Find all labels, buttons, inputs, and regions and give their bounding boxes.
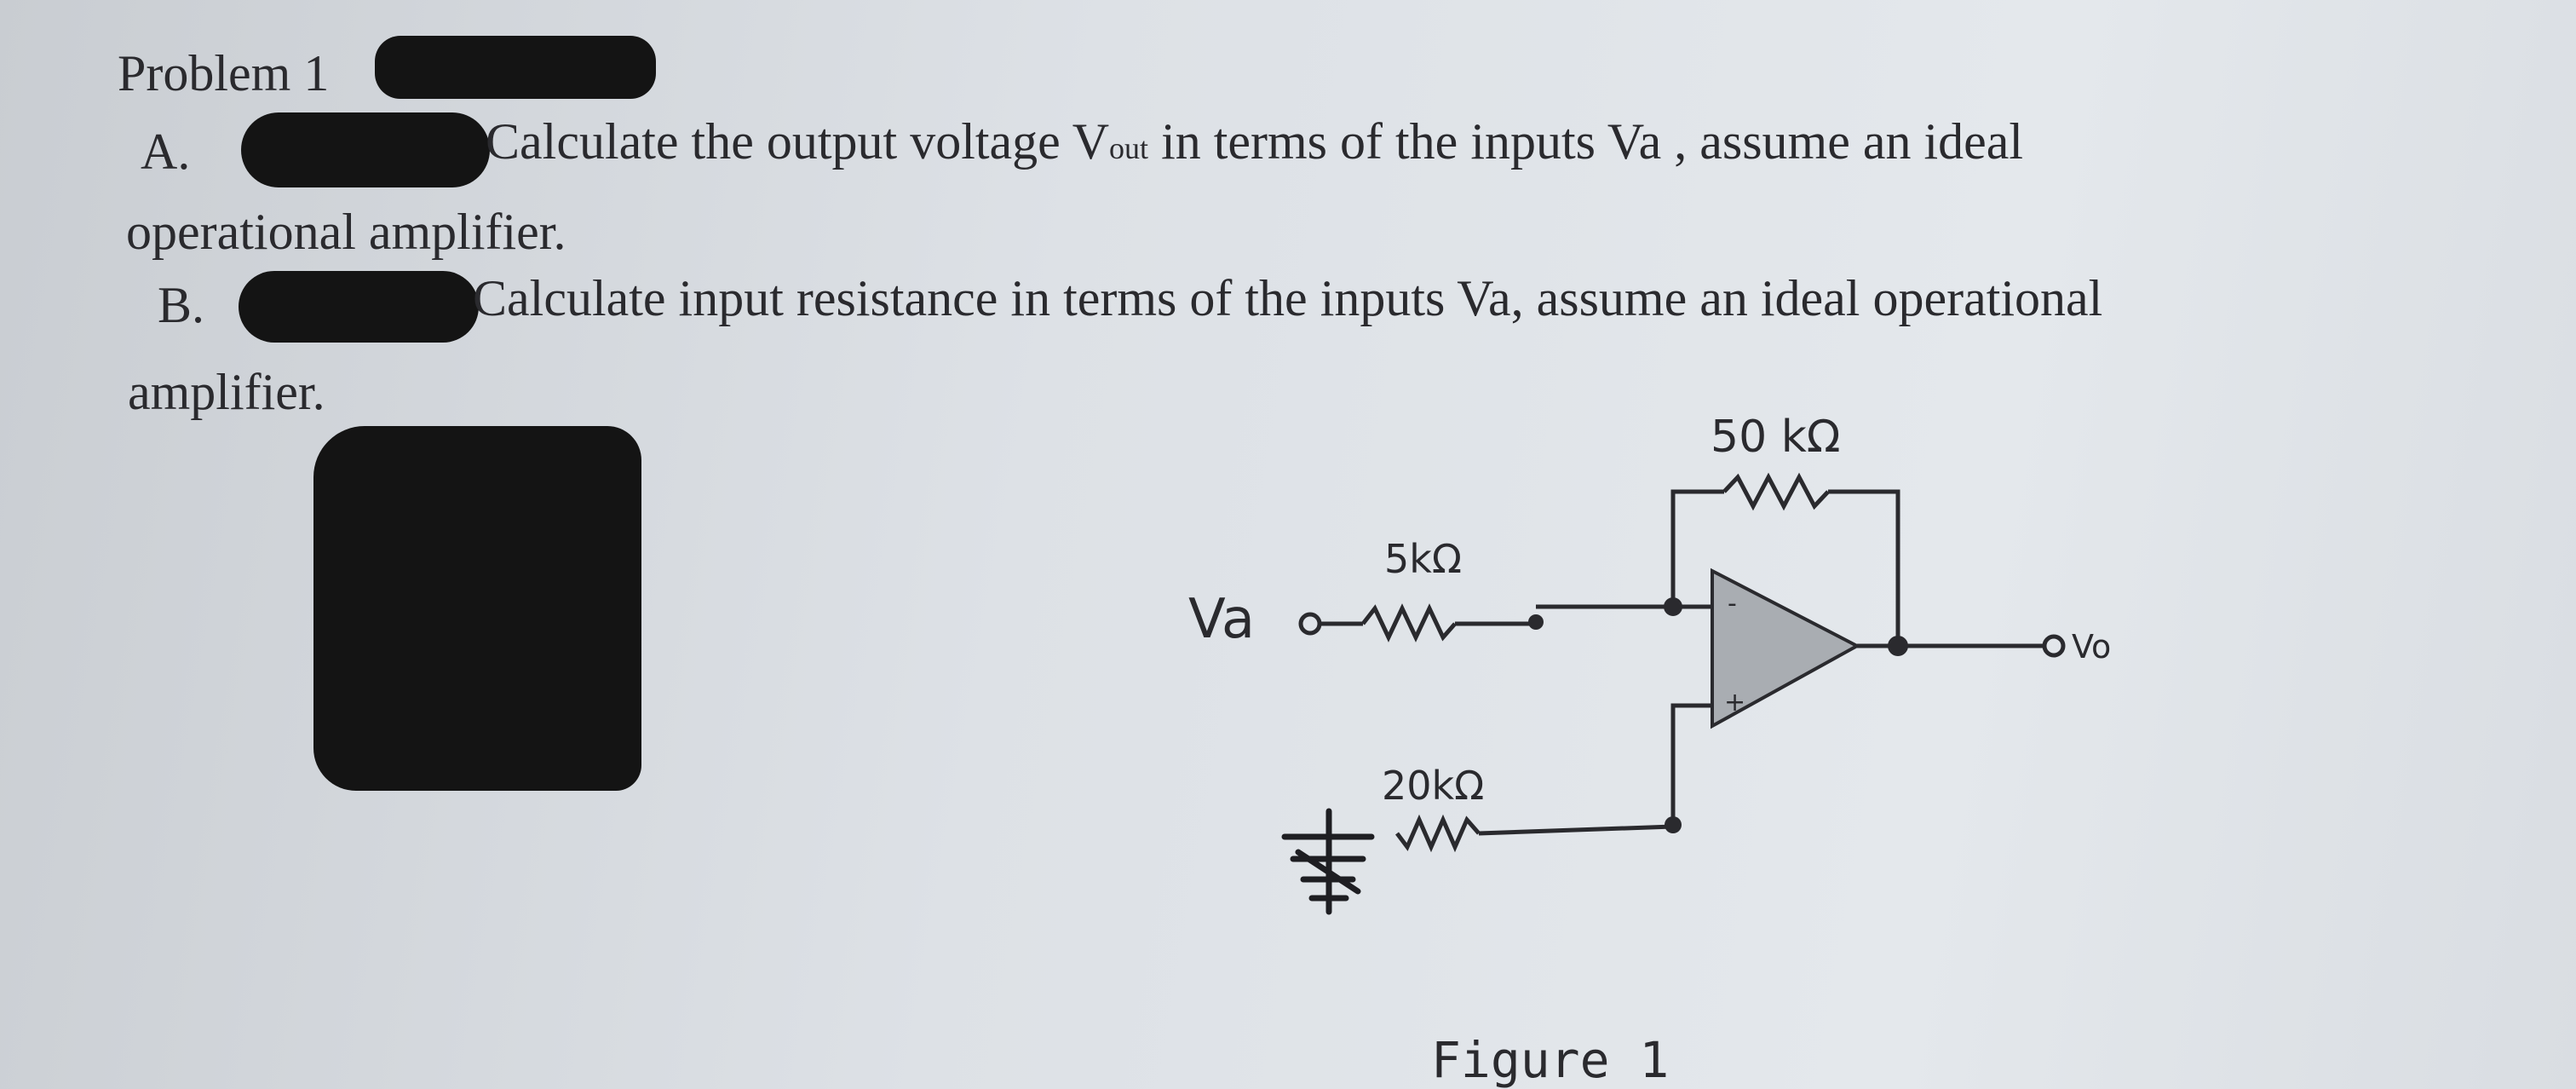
redaction-block [313,426,641,791]
redaction-title [375,36,656,99]
ground-symbol [1281,808,1375,915]
ground-resistor [1395,814,1481,853]
opamp-body [1711,568,1861,729]
opamp-inverting-sign: - [1728,589,1737,619]
redaction-part-b [239,271,479,343]
part-b-question: Calculate input resistance in terms of t… [473,270,2103,326]
ground-resistor-label: 20kΩ [1382,763,1484,809]
problem-title: Problem 1 [118,45,330,101]
output-label: Vo [2072,628,2111,666]
feedback-resistor-label: 50 kΩ [1711,412,1841,463]
input-label: Va [1188,588,1255,651]
input-node-dot [1528,614,1544,630]
feedback-wire-right [1828,489,1900,646]
input-resistor-label: 5kΩ [1384,536,1462,582]
figure-caption: Figure 1 [1431,1031,1669,1089]
opamp-noninverting-sign: + [1724,688,1745,717]
part-b-marker: B. [158,277,205,333]
ground-node-dot [1665,816,1682,833]
inverting-node-dot [1664,597,1682,616]
noninverting-wire [1670,703,1712,827]
output-node-dot [1888,636,1908,656]
part-a-text-after: in terms of the inputs Va , assume an id… [1148,113,2024,170]
part-b-continuation: amplifier. [128,364,325,420]
ground-resistor-wire [1478,824,1674,836]
input-terminal [1298,612,1322,636]
output-terminal [2042,634,2066,658]
input-resistor [1361,603,1457,642]
part-a-marker: A. [141,124,191,180]
part-a-text-before: Calculate the output voltage V [486,113,1110,170]
part-a-continuation: operational amplifier. [126,204,566,260]
part-a-question: Calculate the output voltage Vout in ter… [486,116,2023,167]
part-a-subscript: out [1109,131,1149,165]
feedback-resistor [1722,472,1830,511]
redaction-part-a [241,112,490,187]
feedback-wire-left [1670,489,1724,607]
